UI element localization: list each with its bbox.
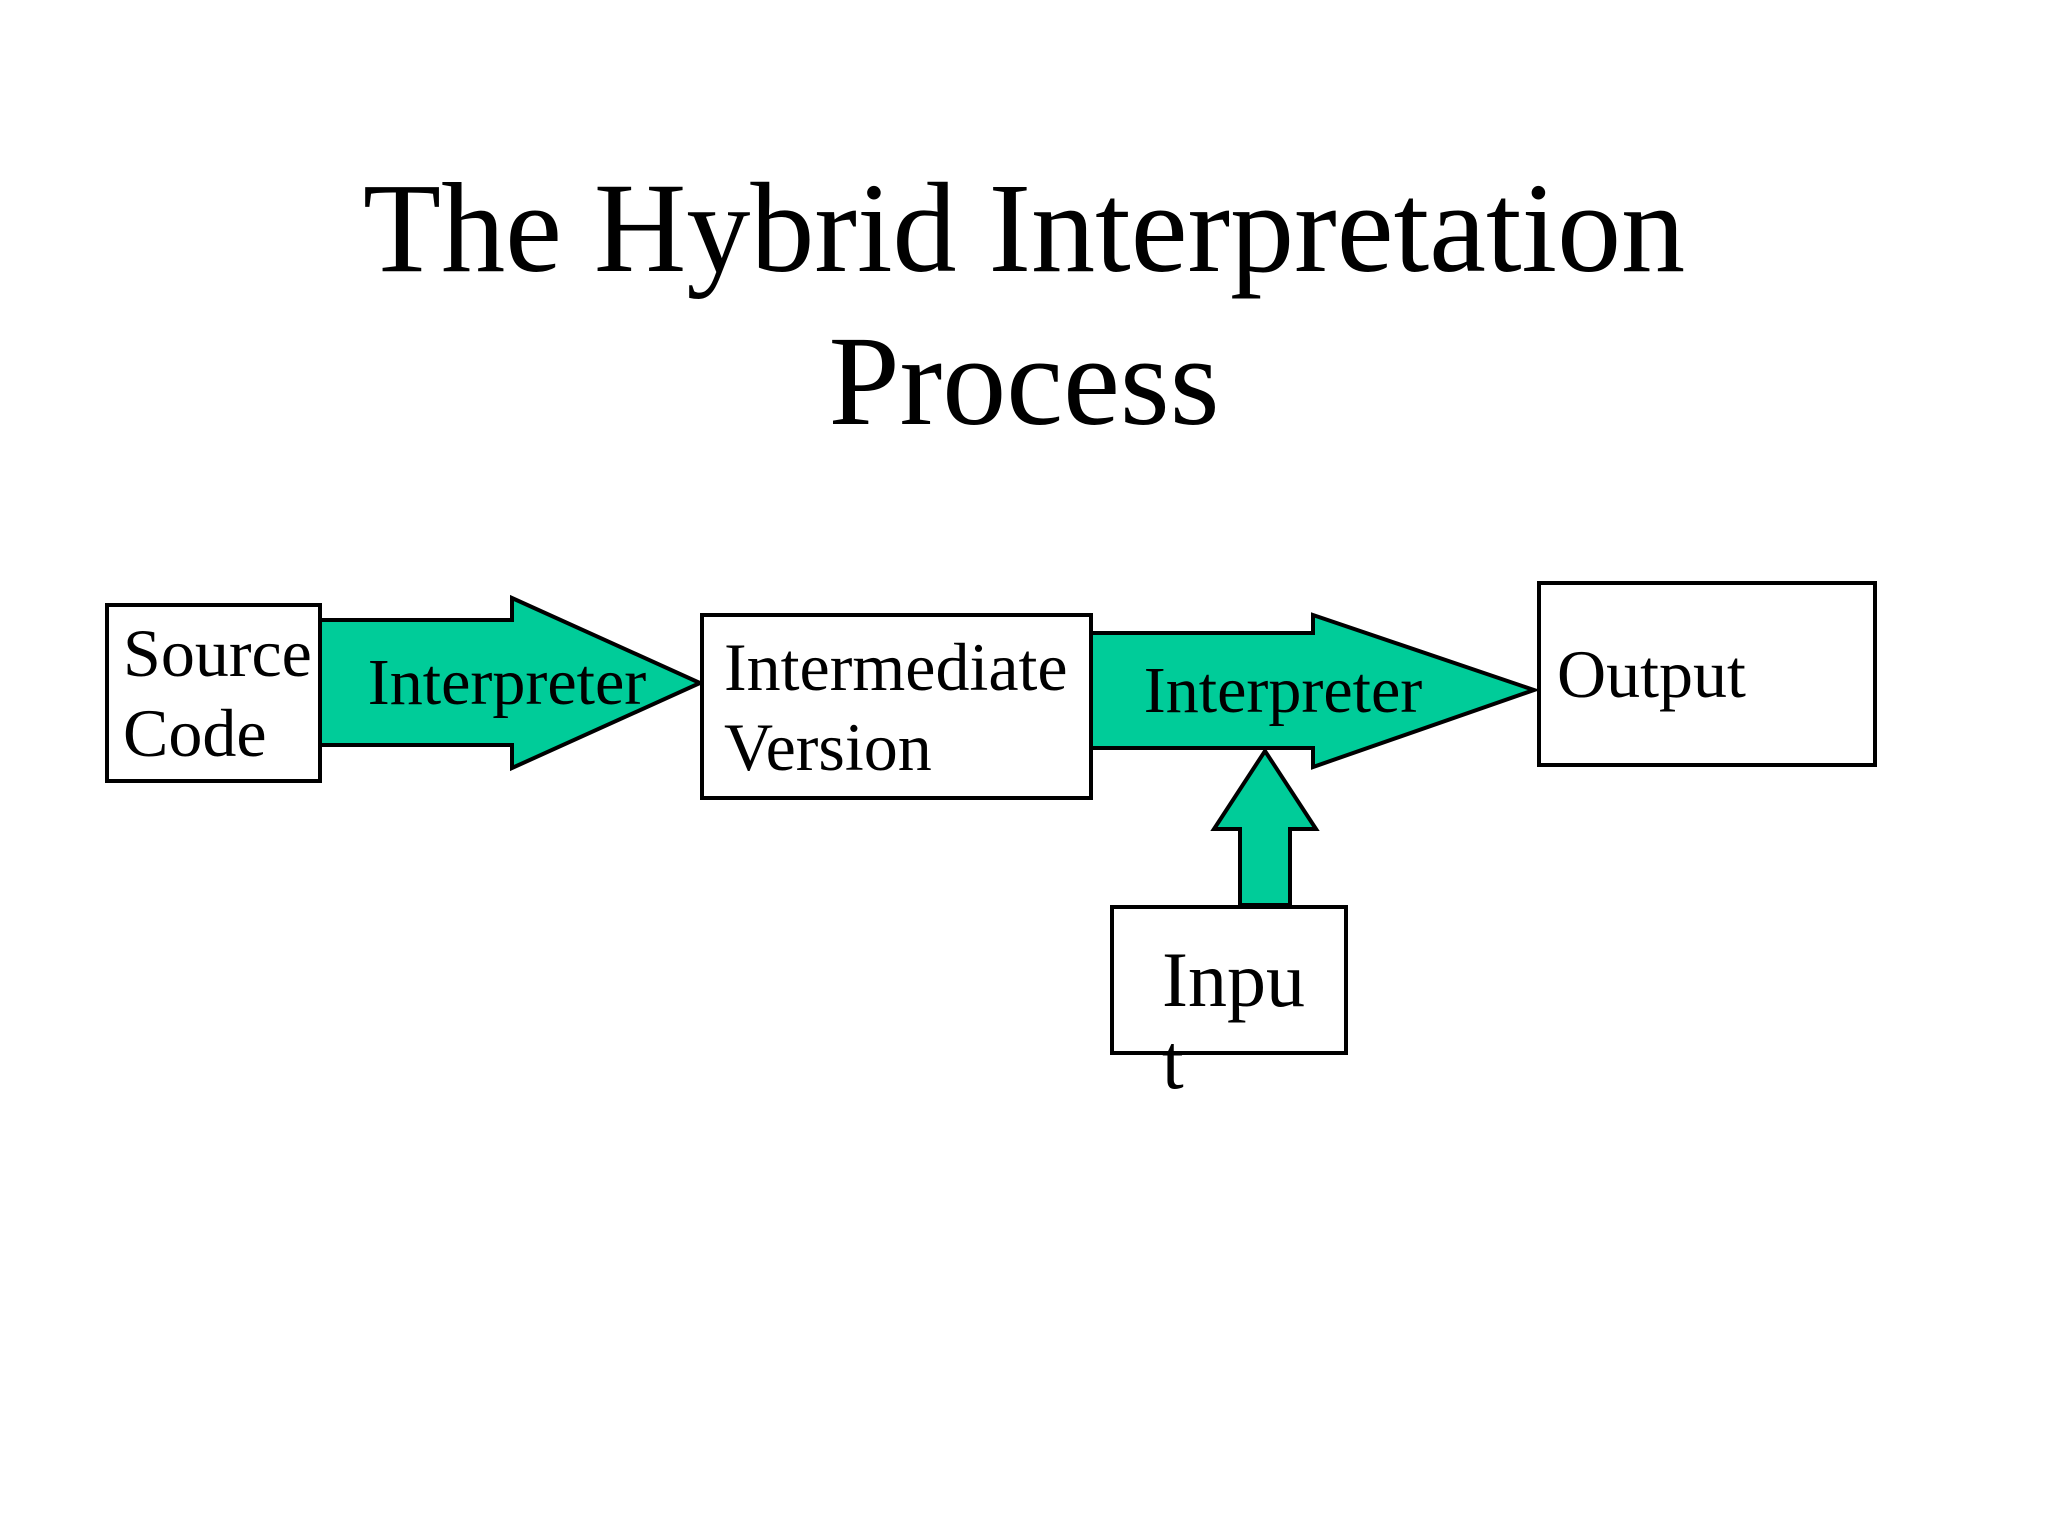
source-code-box: Source Code [105, 603, 322, 783]
intermediate-version-label-line-1: Intermediate [724, 628, 1068, 705]
interpreter-arrow-1 [316, 594, 705, 772]
intermediate-version-label-line-2: Version [724, 708, 932, 785]
source-code-label-line-1: Source [123, 615, 312, 691]
output-label: Output [1557, 636, 1746, 712]
input-label-line-1: Inpu [1162, 936, 1305, 1023]
title-line-1: The Hybrid Interpretation [362, 157, 1686, 299]
input-box: Inpu t [1110, 905, 1348, 1103]
slide-title: The Hybrid Interpretation Process [0, 152, 2048, 458]
interpreter-arrow-2 [1089, 612, 1541, 770]
input-label: Inpu t [1162, 939, 1305, 1103]
intermediate-version-box: Intermediate Version [700, 613, 1093, 800]
title-line-2: Process [828, 310, 1220, 452]
output-box: Output [1537, 581, 1877, 767]
source-code-label-line-2: Code [123, 695, 267, 771]
input-feed-arrow [1210, 747, 1320, 907]
input-label-line-2: t [1162, 1018, 1184, 1105]
